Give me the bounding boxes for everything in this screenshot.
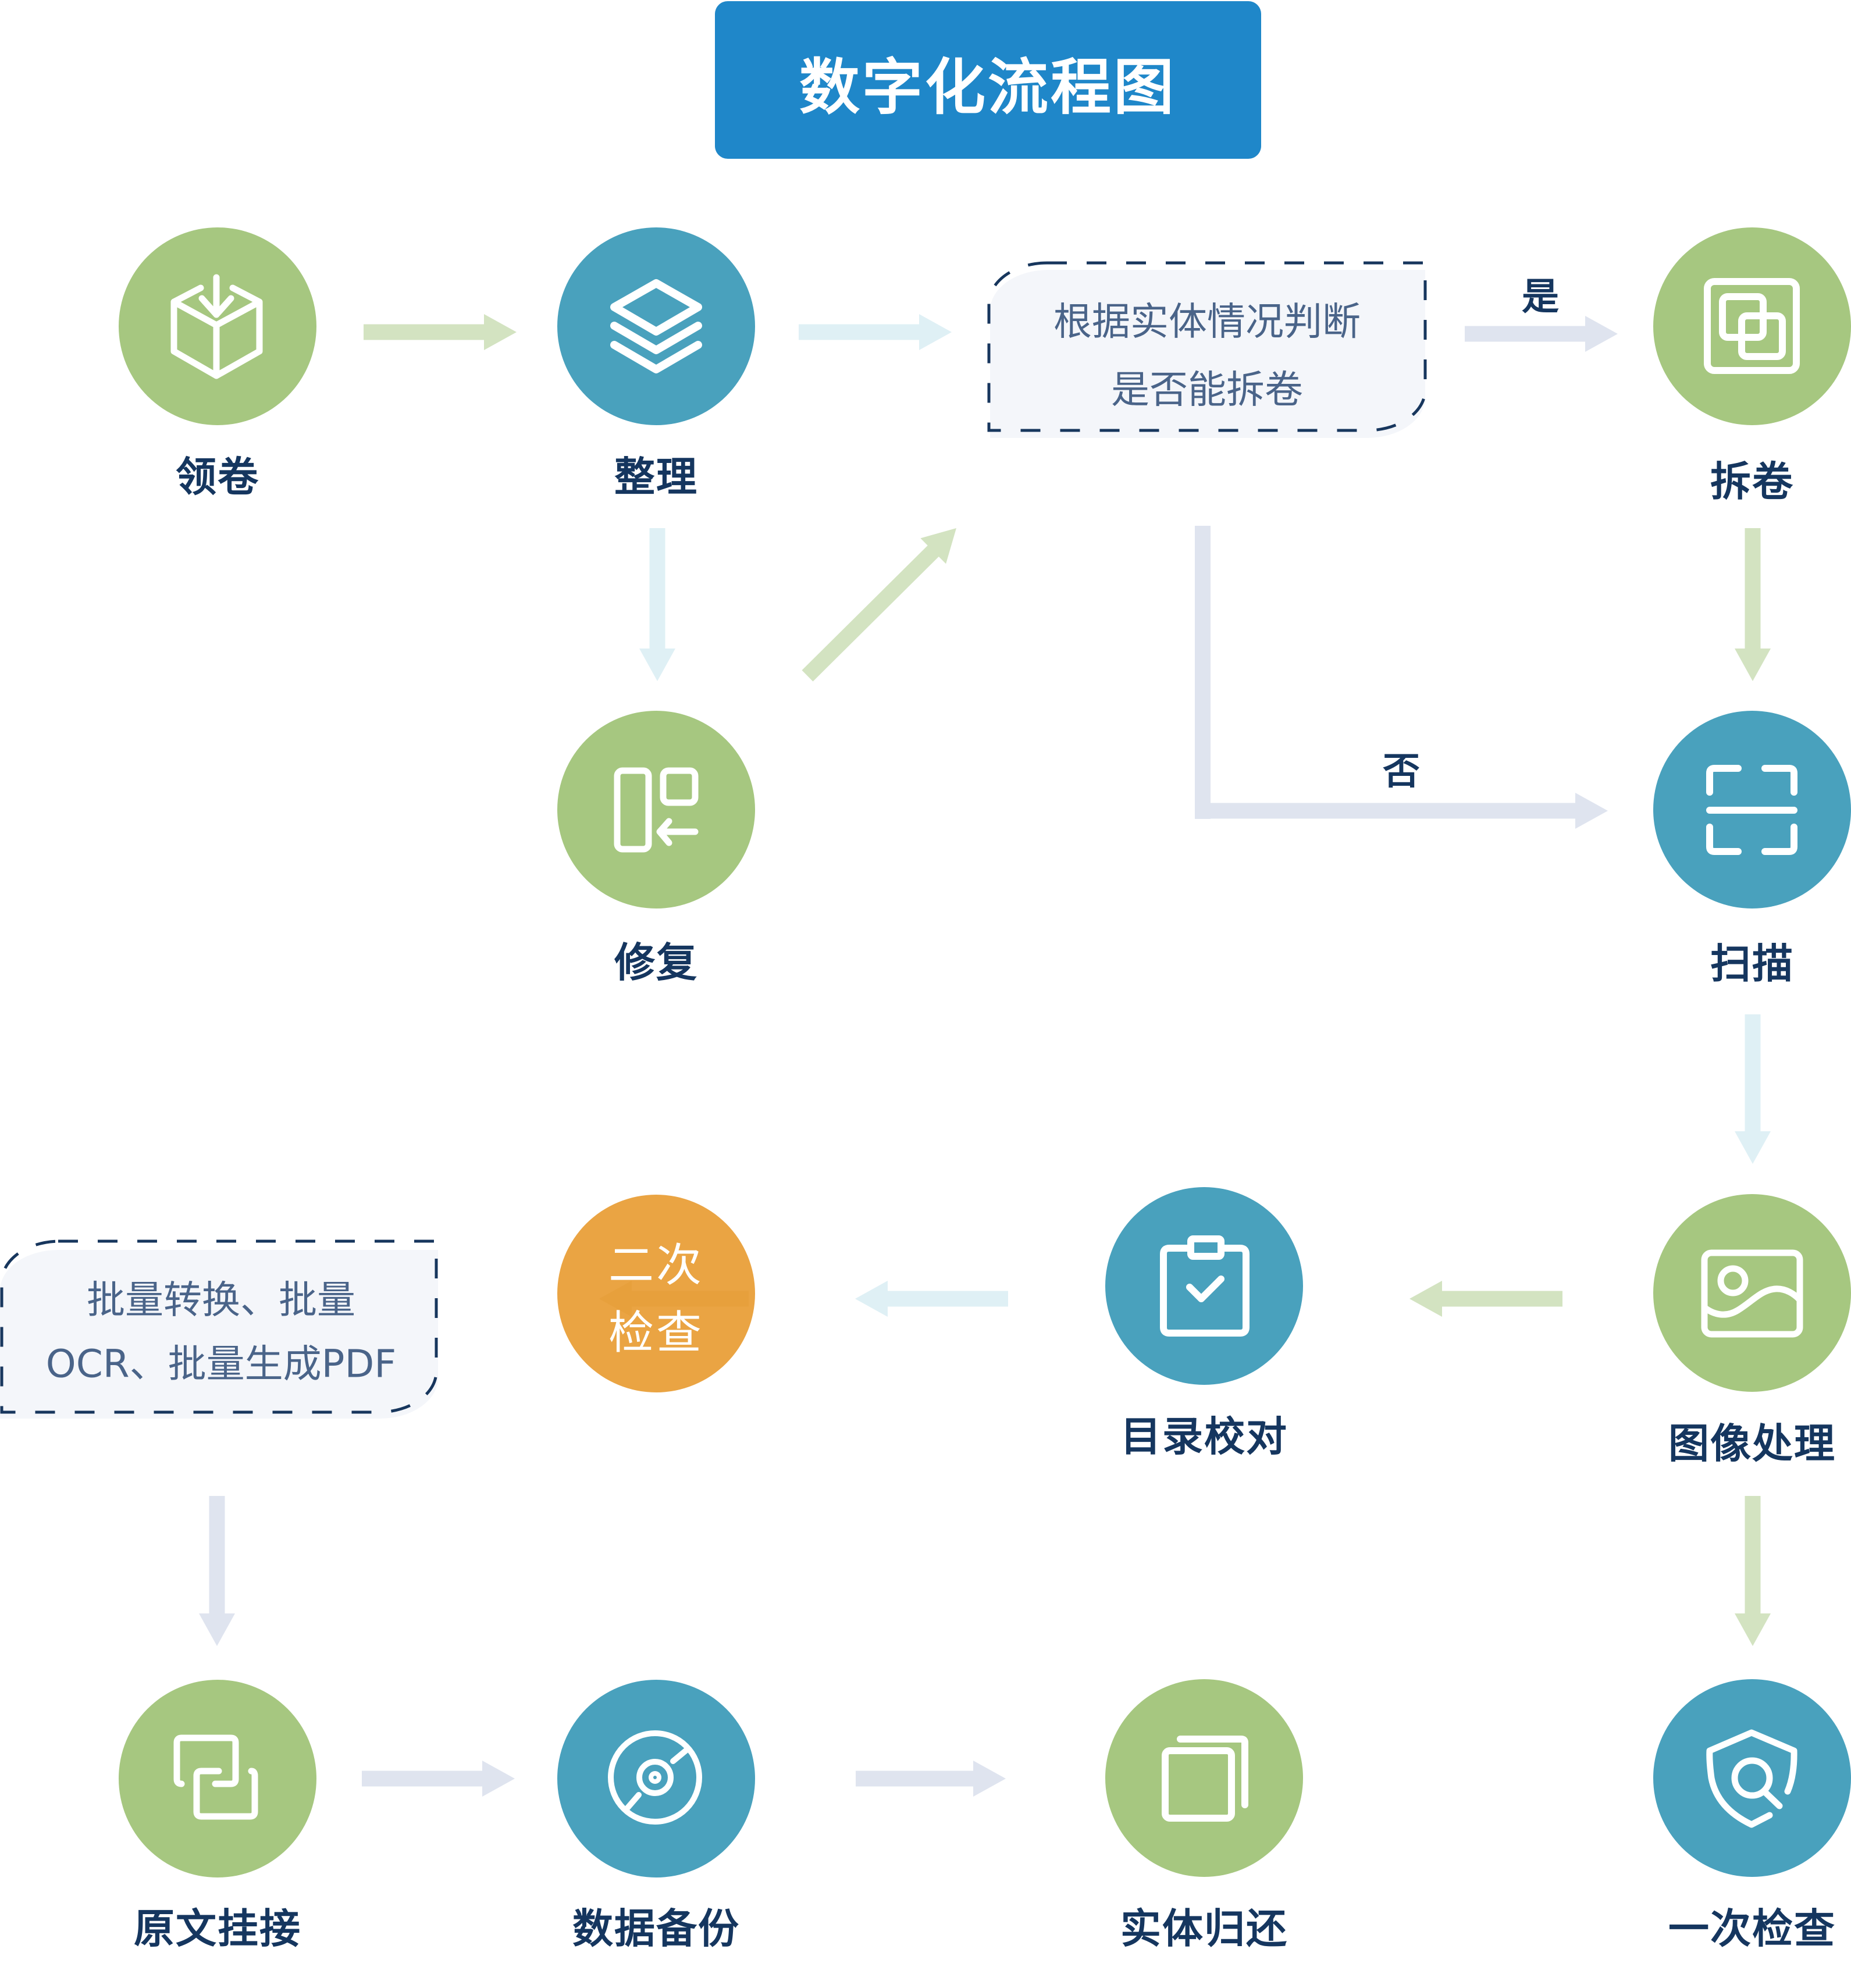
node-data-backup bbox=[557, 1680, 755, 1877]
node-repair bbox=[557, 711, 755, 909]
batch-note-fill bbox=[0, 1250, 438, 1419]
batch-note-line-1: 批量转换、批量 bbox=[87, 1278, 355, 1323]
node-scan bbox=[1653, 711, 1851, 909]
image-icon bbox=[1701, 1249, 1803, 1338]
arrow-decision-yes-to-disassemble bbox=[1465, 316, 1618, 352]
node-circle bbox=[557, 711, 755, 909]
arrows bbox=[199, 314, 1771, 1797]
node-label-scan: 扫描 bbox=[1710, 940, 1794, 988]
node-circle bbox=[557, 227, 755, 425]
node-disassemble bbox=[1653, 227, 1851, 425]
title-banner: 数字化流程图 bbox=[715, 1, 1261, 159]
second-check-text-line-1: 二次 bbox=[608, 1239, 704, 1292]
arrow-organize-to-decision bbox=[799, 314, 952, 350]
node-label-disassemble: 拆卷 bbox=[1710, 458, 1794, 505]
node-circle bbox=[119, 1680, 316, 1877]
node-label-data-backup: 数据备份 bbox=[572, 1905, 740, 1953]
node-first-check bbox=[1653, 1679, 1851, 1877]
decision-text-line-1: 根据实体情况判断 bbox=[1053, 300, 1361, 344]
arrow-collect-to-organize bbox=[364, 314, 517, 350]
node-organize bbox=[557, 227, 755, 425]
link-icon bbox=[173, 1734, 258, 1820]
node-label-organize: 整理 bbox=[614, 453, 698, 501]
arrow-catalog-proof-to-second-check bbox=[855, 1281, 1008, 1317]
scan-icon bbox=[1706, 765, 1797, 855]
copy-icon bbox=[1162, 1736, 1248, 1822]
decision-text-line-2: 是否能拆卷 bbox=[1111, 368, 1303, 412]
node-label-image-processing: 图像处理 bbox=[1668, 1420, 1836, 1467]
layers-icon bbox=[610, 279, 702, 373]
page-title: 数字化流程图 bbox=[799, 52, 1176, 123]
yes-branch-label: 是 bbox=[1522, 276, 1559, 319]
arrow-image-processing-to-catalog-proof bbox=[1409, 1281, 1562, 1317]
title-background bbox=[715, 1, 1261, 159]
shield-search-icon bbox=[1706, 1729, 1797, 1828]
arrow-note-to-attach-original bbox=[199, 1496, 235, 1646]
node-label-repair: 修复 bbox=[614, 939, 698, 986]
node-label-return-physical: 实体归还 bbox=[1120, 1905, 1288, 1953]
node-second-check: 二次 检查 bbox=[557, 1195, 755, 1392]
node-circle bbox=[1653, 227, 1851, 425]
second-check-text-line-2: 检查 bbox=[608, 1307, 704, 1359]
node-label-first-check: 一次检查 bbox=[1668, 1905, 1836, 1953]
disc-icon bbox=[608, 1730, 702, 1825]
node-attach-original bbox=[119, 1680, 316, 1877]
node-return-physical bbox=[1105, 1679, 1303, 1877]
layout-arrow-icon bbox=[614, 767, 699, 853]
node-circle bbox=[1105, 1679, 1303, 1877]
arrow-organize-to-repair bbox=[639, 528, 675, 681]
node-label-catalog-proof: 目录校对 bbox=[1120, 1413, 1288, 1460]
node-label-collect: 领卷 bbox=[176, 453, 259, 501]
node-label-attach-original: 原文挂接 bbox=[134, 1905, 301, 1953]
arrow-disassemble-to-scan bbox=[1735, 528, 1771, 681]
node-collect bbox=[119, 227, 316, 425]
arrow-decision-no-to-scan bbox=[1195, 793, 1608, 829]
decision-box-fill bbox=[990, 270, 1425, 438]
faint-arrow-overlay bbox=[599, 1281, 749, 1317]
node-circle bbox=[1105, 1187, 1303, 1385]
node-circle bbox=[1653, 1679, 1851, 1877]
batch-note-line-2: OCR、批量生成PDF bbox=[46, 1342, 396, 1387]
arrow-decision-no-vertical-segment bbox=[1195, 526, 1211, 819]
arrow-repair-to-decision bbox=[802, 528, 956, 682]
batch-note-box: 批量转换、批量 OCR、批量生成PDF bbox=[0, 1239, 438, 1419]
node-image-processing bbox=[1653, 1194, 1851, 1392]
arrow-scan-to-image-processing bbox=[1735, 1014, 1771, 1164]
node-catalog-proof bbox=[1105, 1187, 1303, 1385]
box-download-icon bbox=[170, 274, 263, 379]
clipboard-check-icon bbox=[1160, 1235, 1250, 1337]
decision-box-dashed-border bbox=[987, 261, 1427, 432]
arrow-data-backup-to-return-physical bbox=[856, 1761, 1006, 1797]
batch-note-dashed-border bbox=[0, 1239, 438, 1414]
split-squares-icon bbox=[1704, 278, 1800, 374]
decision-box: 根据实体情况判断 是否能拆卷 bbox=[987, 261, 1427, 438]
arrow-image-processing-to-first-check bbox=[1735, 1496, 1771, 1646]
no-branch-label: 否 bbox=[1383, 750, 1420, 793]
arrow-attach-original-to-data-backup bbox=[362, 1761, 515, 1797]
node-circle bbox=[1653, 1194, 1851, 1392]
